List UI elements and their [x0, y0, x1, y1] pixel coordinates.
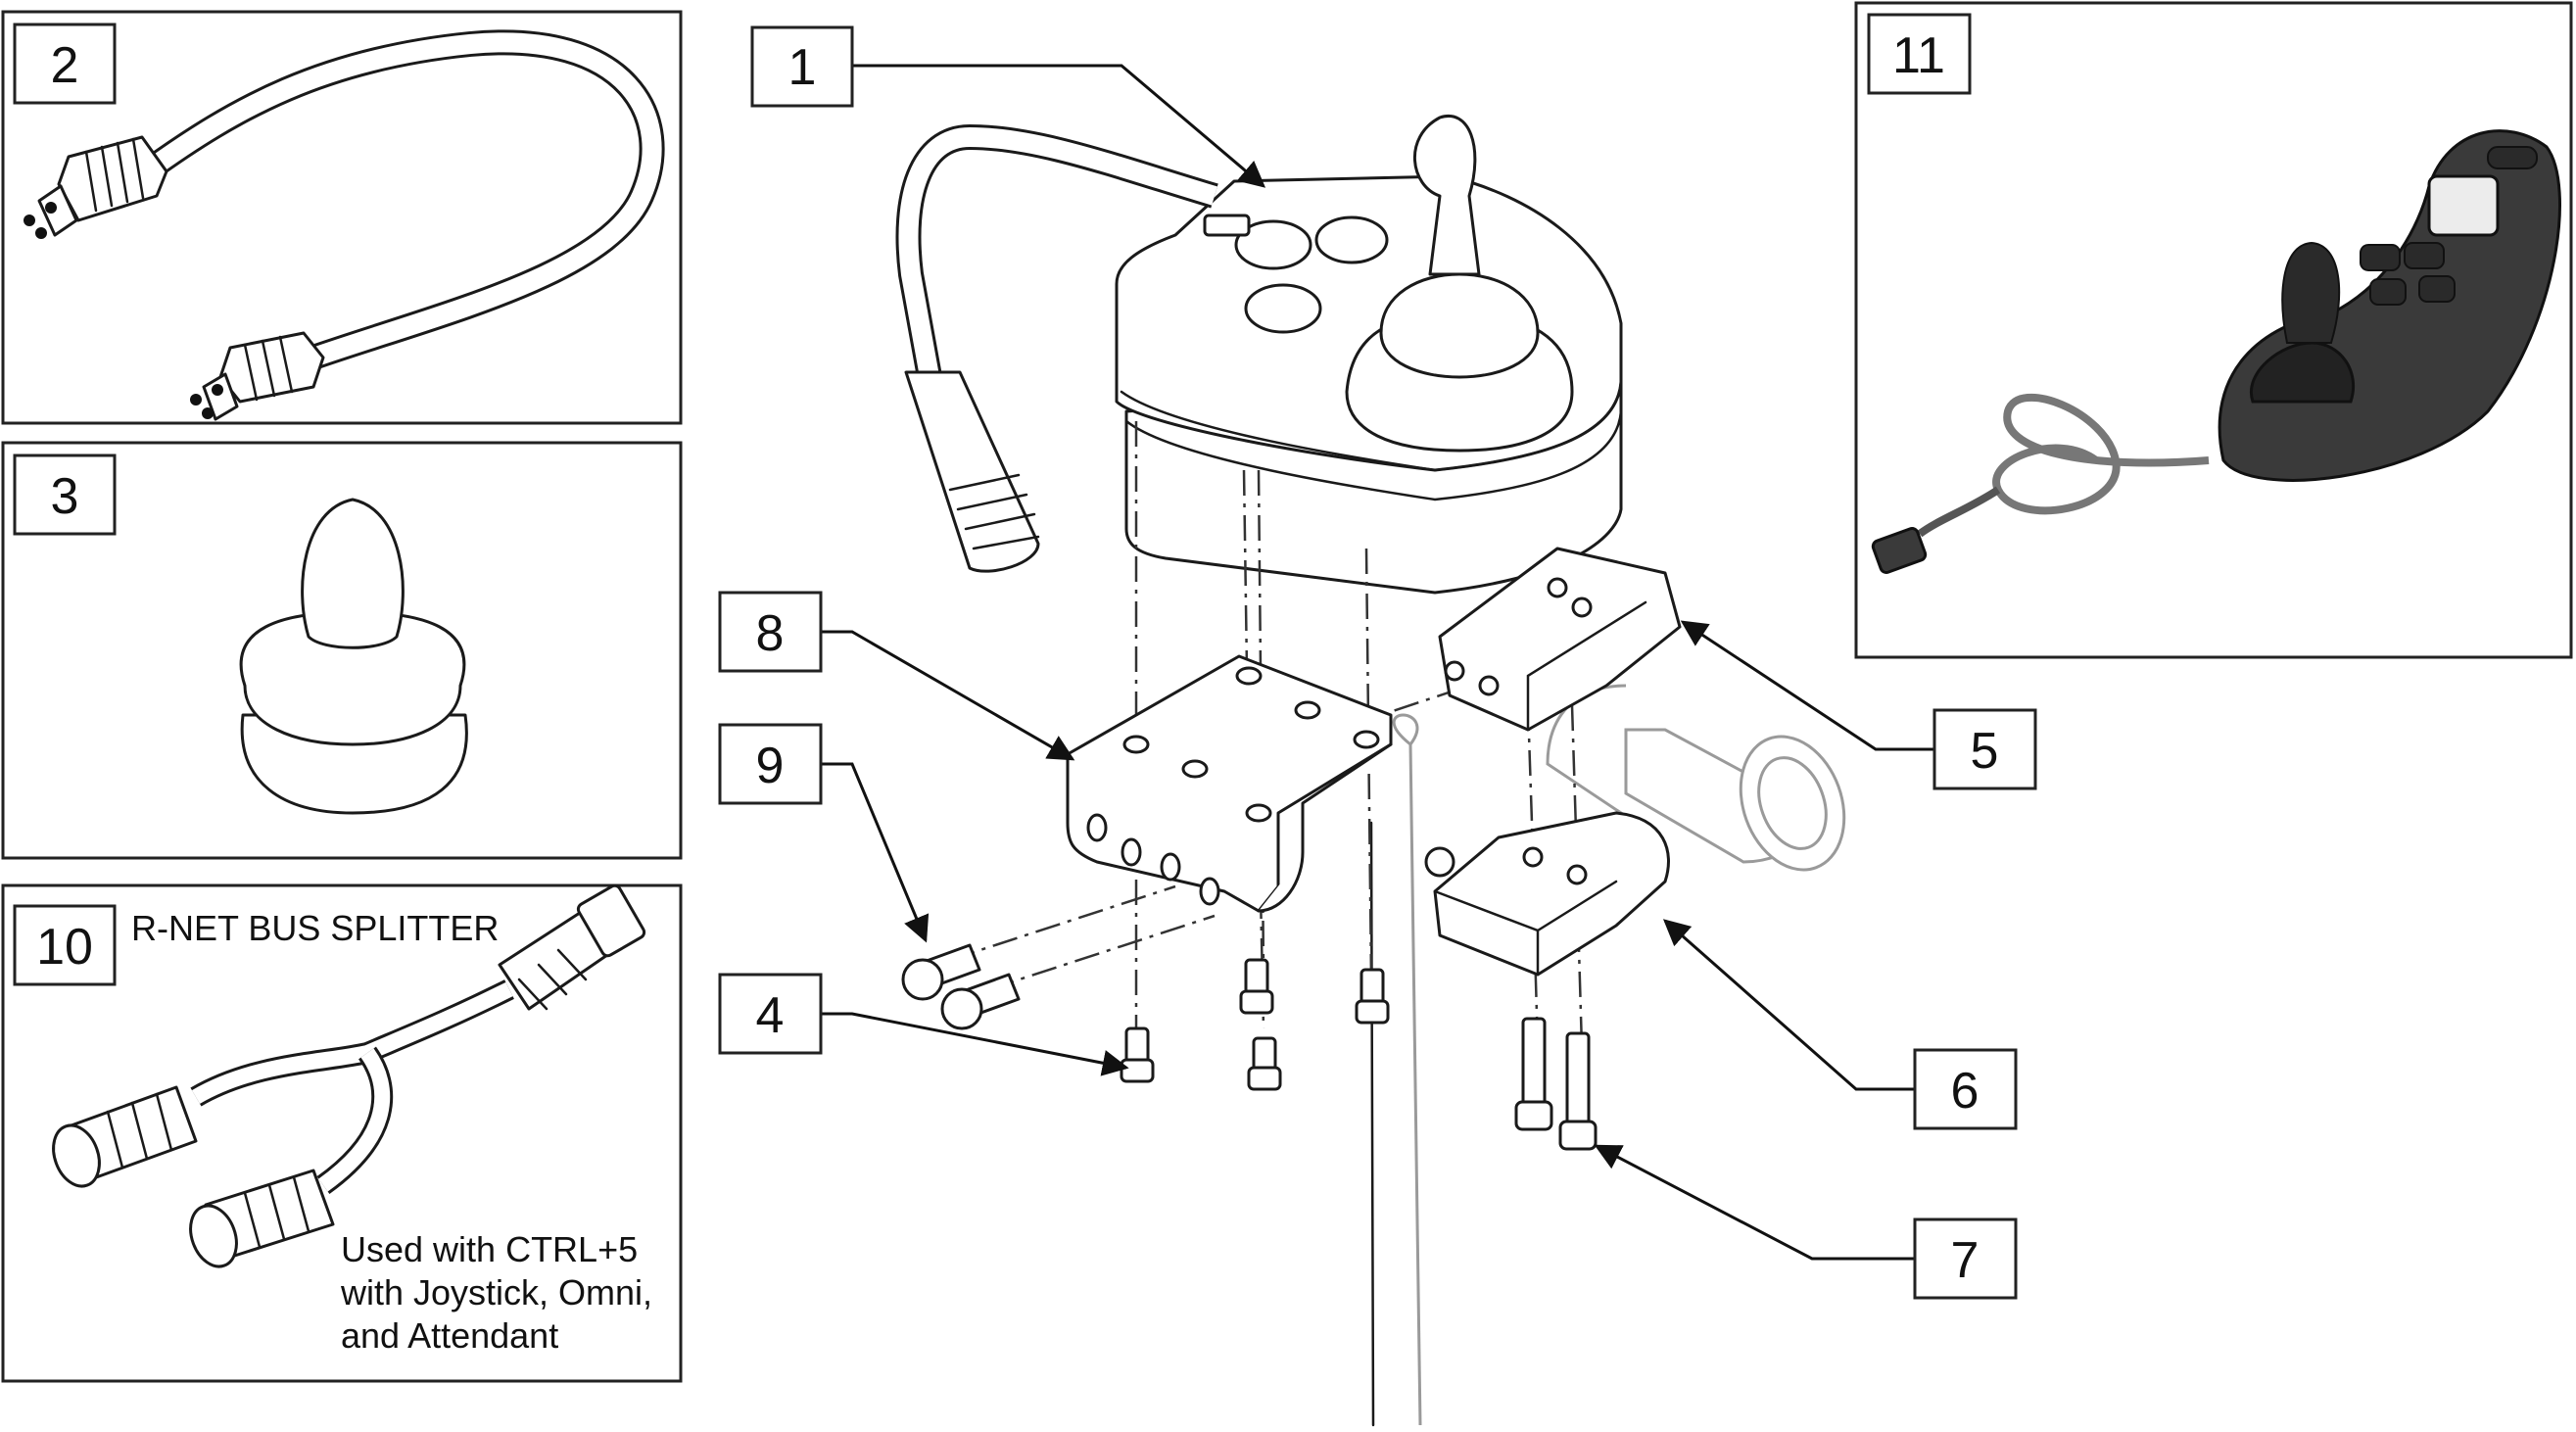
connector-icon [904, 370, 1040, 573]
callout-6: 6 [1913, 1048, 2018, 1130]
screw-icon [1120, 1026, 1155, 1083]
callout-8: 8 [718, 591, 823, 673]
button-icon [1203, 214, 1389, 334]
screw-icon [1247, 1036, 1282, 1091]
callout-5-label: 5 [1971, 723, 1999, 780]
connector-icon [52, 1085, 198, 1188]
callout-7-label: 7 [1951, 1232, 1980, 1289]
screw-icon [1558, 1031, 1598, 1151]
panel-10-note-line-1: Used with CTRL+5 [341, 1229, 638, 1269]
screw-icon [1239, 958, 1274, 1015]
screw-icon [1514, 1017, 1553, 1131]
callout-4: 4 [718, 973, 823, 1055]
small-screws [1120, 958, 1390, 1091]
callout-1: 1 [750, 25, 854, 108]
callout-4-label: 4 [756, 987, 785, 1044]
connector-icon [498, 883, 646, 1011]
callout-11-label: 11 [1892, 27, 1945, 84]
callout-6-label: 6 [1951, 1063, 1980, 1120]
joystick-icon [1345, 115, 1574, 453]
lower-clamp [1424, 811, 1670, 977]
mounting-tube [1369, 684, 1846, 1427]
callout-1-label: 1 [788, 39, 817, 96]
callout-3-label: 3 [51, 468, 79, 525]
display-screen-icon [2427, 174, 2500, 237]
callout-11: 11 [1867, 13, 1972, 95]
leader-lines [821, 64, 1934, 1261]
callout-5: 5 [1932, 708, 2037, 790]
callout-3: 3 [13, 453, 117, 536]
callout-7: 7 [1913, 1217, 2018, 1300]
mounting-bracket [1066, 654, 1393, 913]
panel-2-cable [1, 10, 683, 425]
callout-2-label: 2 [51, 37, 79, 94]
screw-icon [1355, 968, 1390, 1025]
side-screws [901, 943, 1021, 1030]
callout-2: 2 [13, 23, 117, 105]
connector-icon [24, 135, 168, 239]
connector-icon [190, 331, 325, 421]
joystick-module [895, 115, 1623, 595]
connector-icon [1871, 527, 1928, 574]
panel-10-note-line-2: with Joystick, Omni, [340, 1272, 652, 1313]
panel-10-title: R-NET BUS SPLITTER [131, 908, 499, 948]
upper-clamp [1438, 547, 1682, 732]
callout-8-label: 8 [756, 605, 785, 662]
connector-icon [189, 1169, 335, 1268]
long-screws [1514, 1017, 1598, 1151]
callout-9-label: 9 [756, 738, 785, 794]
callout-10-label: 10 [36, 919, 93, 976]
panel-11-hand-controller [1854, 1, 2573, 659]
panel-10-note-line-3: and Attendant [341, 1315, 558, 1356]
callout-10: 10 [13, 904, 117, 986]
callout-9: 9 [718, 723, 823, 805]
